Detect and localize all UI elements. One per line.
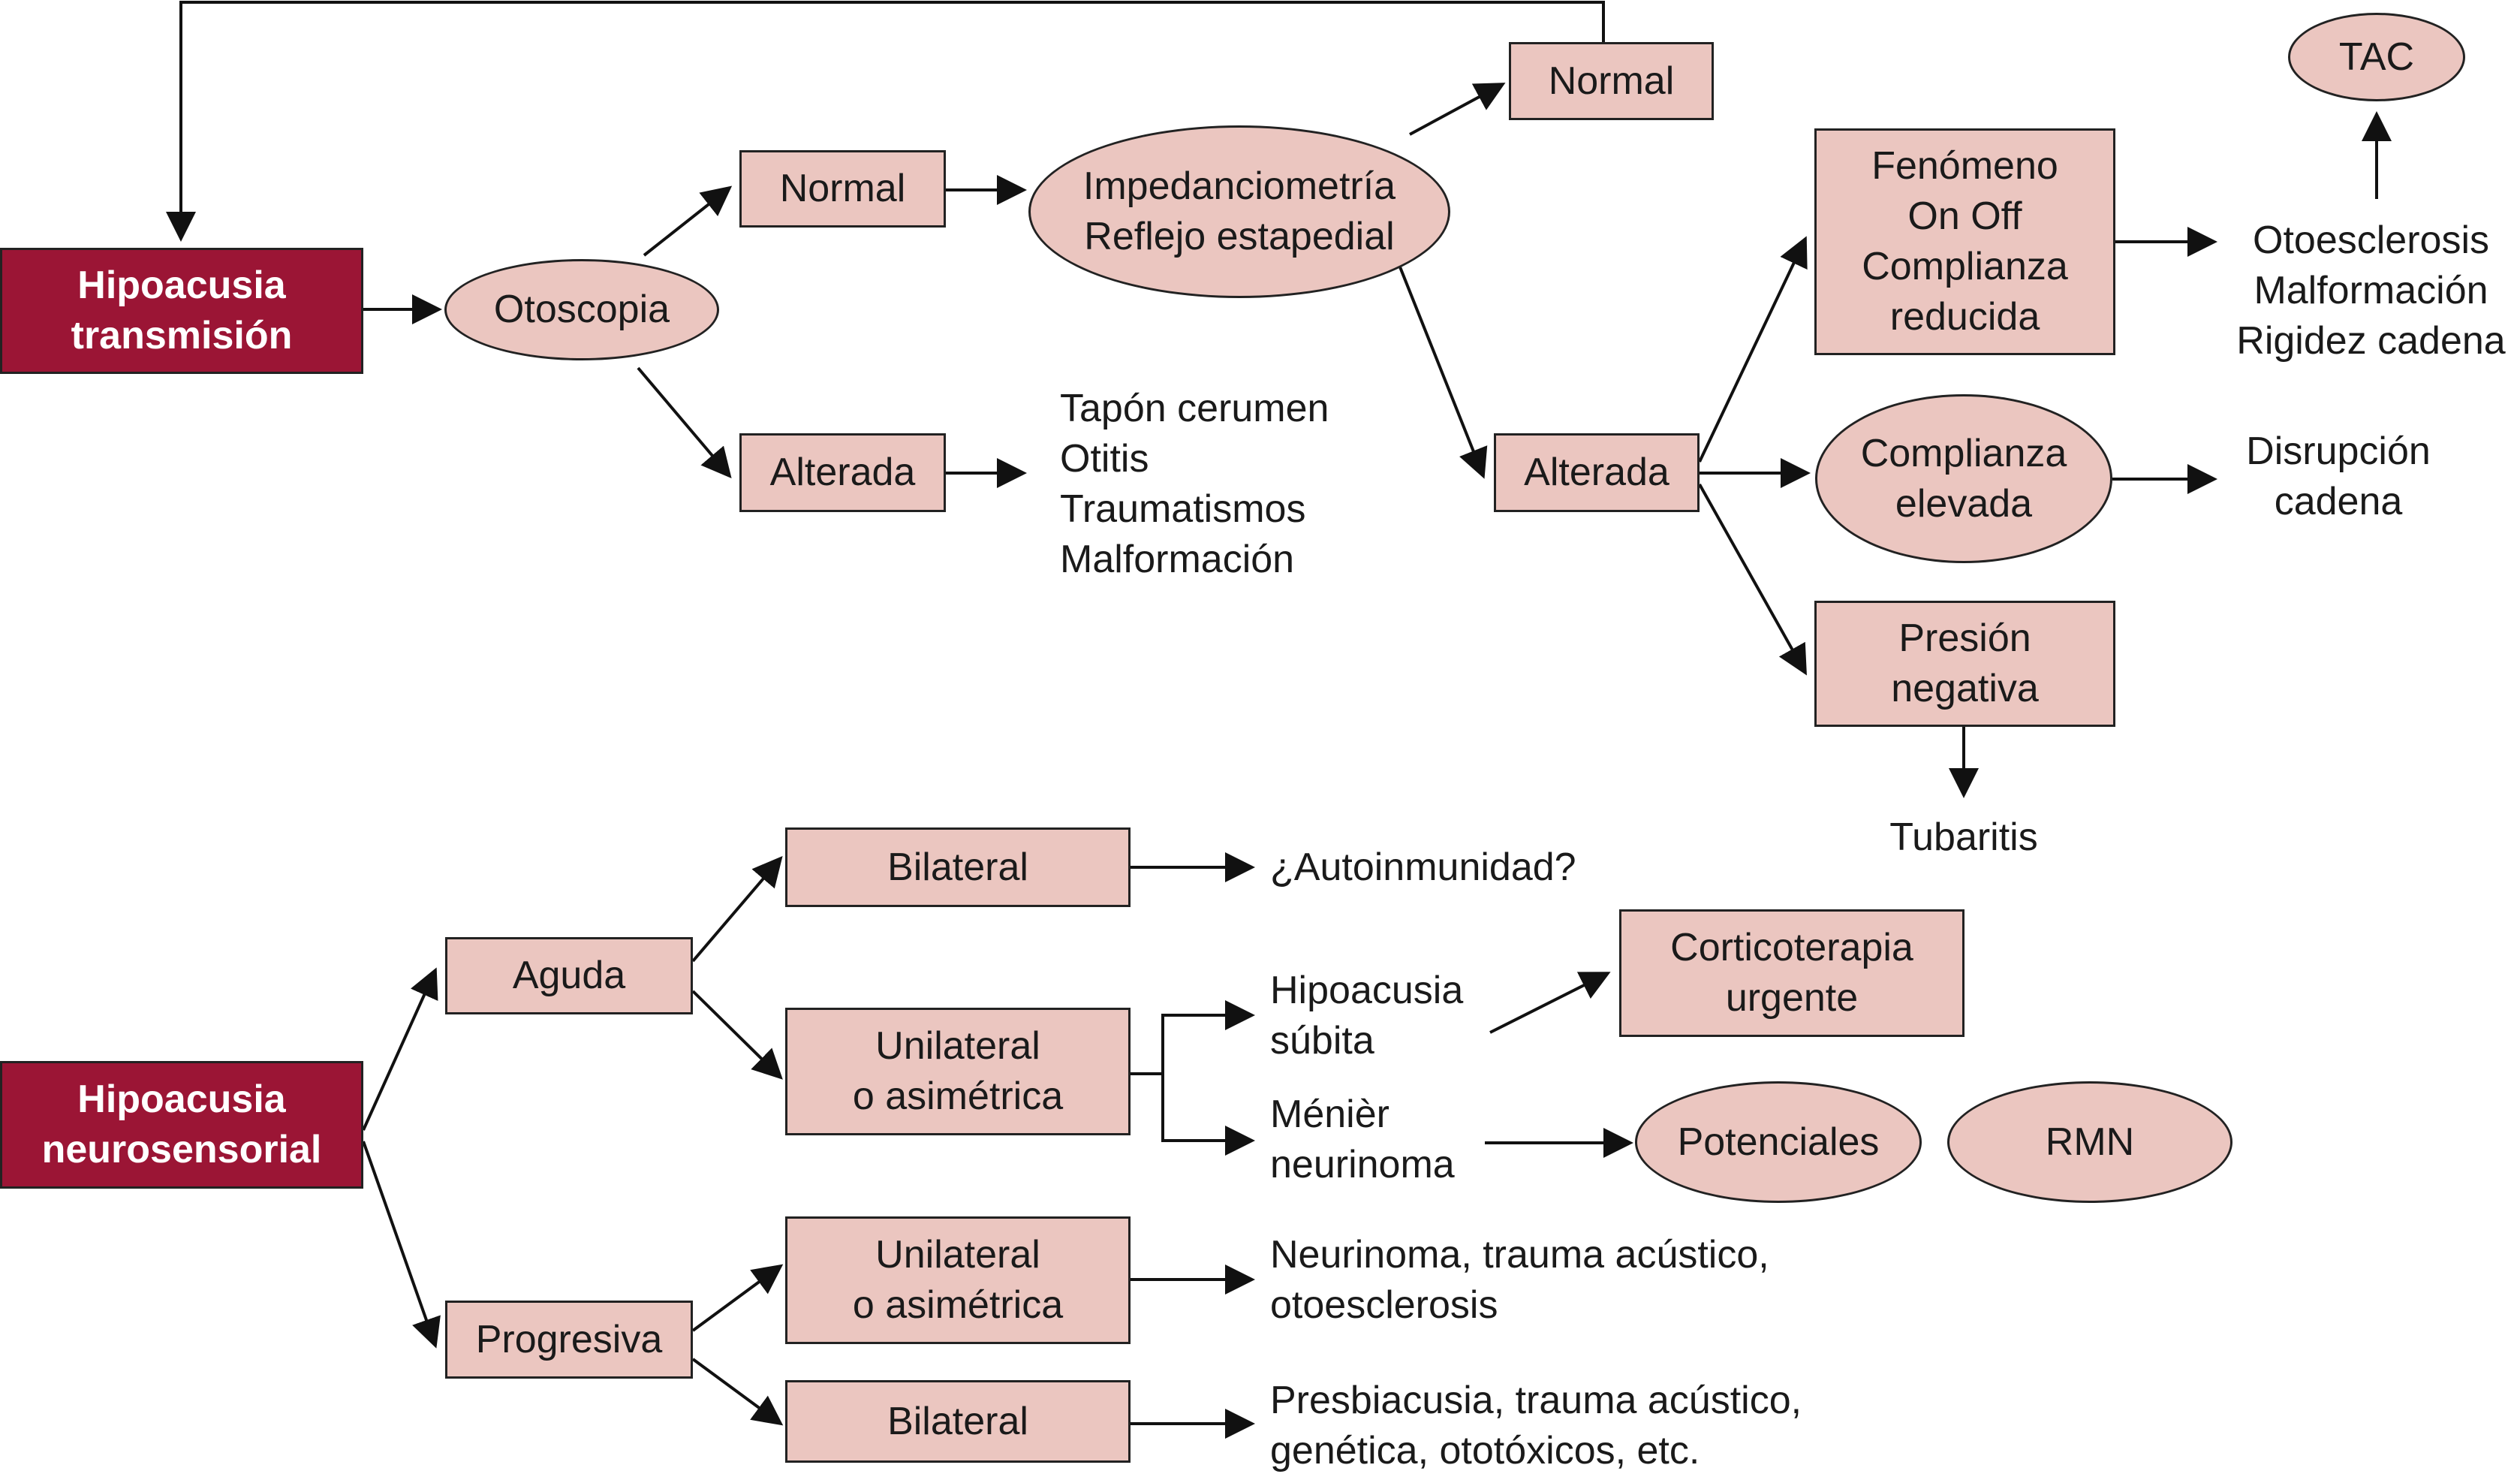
node-line: neurinoma <box>1270 1143 1455 1186</box>
node-line: Presión <box>1898 616 2031 660</box>
neurinoma-trauma-text: Neurinoma, trauma acústico, otoesclerosi… <box>1270 1228 1856 1333</box>
edge-root-progresiva <box>362 1141 441 1349</box>
node-line: neurosensorial <box>41 1128 322 1171</box>
edge-unilateral-split-lower <box>1161 1074 1255 1156</box>
node-line: ¿Autoinmunidad? <box>1270 845 1576 889</box>
otoscopia-normal-node: Normal <box>739 150 946 228</box>
node-line: Unilateral <box>875 1024 1040 1068</box>
aguda-bilateral-node: Bilateral <box>785 827 1131 907</box>
node-line: Potenciales <box>1677 1120 1880 1164</box>
edge-impedancia-alterada <box>1392 249 1488 479</box>
node-line: súbita <box>1270 1019 1374 1063</box>
node-line: Complianza <box>1862 245 2068 288</box>
disrupcion-cadena-text: Disrupción cadena <box>2222 424 2455 529</box>
edge-progresiva-unilateral <box>691 1264 784 1332</box>
node-line: genética, ototóxicos, etc. <box>1270 1428 1700 1472</box>
node-line: transmisión <box>71 314 293 357</box>
edge-alterada-presion <box>1698 484 1807 676</box>
hipoacusia-subita-text: Hipoacusia súbita <box>1270 963 1518 1069</box>
potenciales-node: Potenciales <box>1635 1081 1922 1203</box>
root-hipoacusia-transmision: Hipoacusia transmisión <box>0 248 363 374</box>
node-line: Rigidez cadena <box>2236 319 2506 363</box>
impedancia-normal-node: Normal <box>1509 42 1714 120</box>
rmn-node: RMN <box>1947 1081 2232 1203</box>
node-line: Neurinoma, trauma acústico, <box>1270 1233 1769 1277</box>
node-line: Impedanciometría <box>1082 164 1396 208</box>
node-line: o asimétrica <box>852 1075 1064 1118</box>
impedancia-alterada-node: Alterada <box>1494 433 1700 512</box>
edge-otoscopia-normal <box>643 185 733 257</box>
node-line: Tubaritis <box>1889 815 2038 859</box>
node-line: Normal <box>1548 59 1675 103</box>
node-line: Hipoacusia <box>1270 969 1464 1012</box>
progresiva-unilateral-node: Unilateral o asimétrica <box>785 1216 1131 1344</box>
progresiva-bilateral-node: Bilateral <box>785 1380 1131 1463</box>
otoscopia-node: Otoscopia <box>444 259 719 360</box>
node-line: reducida <box>1889 295 2040 339</box>
node-line: Progresiva <box>475 1317 663 1361</box>
autoinmunidad-text: ¿Autoinmunidad? <box>1270 837 1630 897</box>
node-line: TAC <box>2338 35 2415 79</box>
node-line: urgente <box>1725 976 1859 1020</box>
node-line: Corticoterapia <box>1670 926 1913 969</box>
edge-aguda-unilateral <box>691 990 783 1080</box>
node-line: Otoscopia <box>493 288 670 331</box>
node-line: Bilateral <box>887 845 1028 889</box>
edge-otoscopia-alterada <box>637 366 732 479</box>
node-line: Complianza <box>1860 431 2067 475</box>
node-line: Aguda <box>512 954 626 997</box>
node-line: Hipoacusia <box>77 264 286 307</box>
node-line: elevada <box>1895 481 2033 526</box>
node-line: On Off <box>1907 194 2022 238</box>
edge-unilateral-split <box>1131 1000 1255 1075</box>
presbiacusia-text: Presbiacusia, trauma acústico, genética,… <box>1270 1374 1856 1477</box>
node-line: Fenómeno <box>1871 144 2058 188</box>
node-line: Hipoacusia <box>77 1078 286 1121</box>
node-line: Alterada <box>1524 451 1669 494</box>
node-line: negativa <box>1891 667 2039 710</box>
otoesclerosis-text: Otoesclerosis Malformación Rigidez caden… <box>2222 210 2520 372</box>
causes-alterada-text: Tapón cerumen Otitis Traumatismos Malfor… <box>1060 383 1390 586</box>
impedanciometria-node: Impedanciometría Reflejo estapedial <box>1028 125 1450 298</box>
node-line: Reflejo estapedial <box>1084 215 1395 258</box>
node-line: Normal <box>779 167 906 210</box>
node-line: Malformación <box>2254 269 2488 312</box>
node-line: Malformación <box>1060 538 1295 581</box>
edge-progresiva-bilateral <box>691 1358 784 1426</box>
edge-impedancia-normal <box>1409 83 1506 136</box>
edge-subita-corticoterapia <box>1489 972 1611 1034</box>
aguda-unilateral-node: Unilateral o asimétrica <box>785 1008 1131 1135</box>
edge-aguda-bilateral <box>691 855 783 963</box>
fenomeno-on-off-node: Fenómeno On Off Complianza reducida <box>1814 128 2115 355</box>
node-line: Tapón cerumen <box>1060 387 1329 430</box>
node-line: Presbiacusia, trauma acústico, <box>1270 1378 1802 1422</box>
progresiva-node: Progresiva <box>445 1301 693 1379</box>
node-line: Alterada <box>769 451 916 494</box>
complianza-elevada-node: Complianza elevada <box>1815 394 2112 563</box>
node-line: RMN <box>2045 1120 2135 1164</box>
node-line: Ménièr <box>1270 1093 1389 1136</box>
loop-connector <box>166 1 1605 242</box>
edge-root-aguda <box>362 967 438 1131</box>
node-line: o asimétrica <box>852 1283 1064 1327</box>
aguda-node: Aguda <box>445 937 693 1014</box>
corticoterapia-urgente-node: Corticoterapia urgente <box>1619 909 1965 1037</box>
node-line: Traumatismos <box>1060 487 1306 531</box>
meniere-neurinoma-text: Ménièr neurinoma <box>1270 1087 1518 1192</box>
edge-alterada-fenomeno <box>1698 236 1808 463</box>
otoscopia-alterada-node: Alterada <box>739 433 946 512</box>
node-line: Otitis <box>1060 437 1149 481</box>
tac-node: TAC <box>2288 13 2465 101</box>
node-line: Bilateral <box>887 1399 1028 1443</box>
node-line: Otoesclerosis <box>2253 219 2489 262</box>
tubaritis-text: Tubaritis <box>1824 807 2103 867</box>
node-line: cadena <box>2274 480 2403 523</box>
node-line: Disrupción <box>2246 430 2431 473</box>
root-hipoacusia-neurosensorial: Hipoacusia neurosensorial <box>0 1061 363 1189</box>
presion-negativa-node: Presión negativa <box>1814 601 2115 727</box>
node-line: Unilateral <box>875 1233 1040 1277</box>
node-line: otoesclerosis <box>1270 1283 1498 1327</box>
